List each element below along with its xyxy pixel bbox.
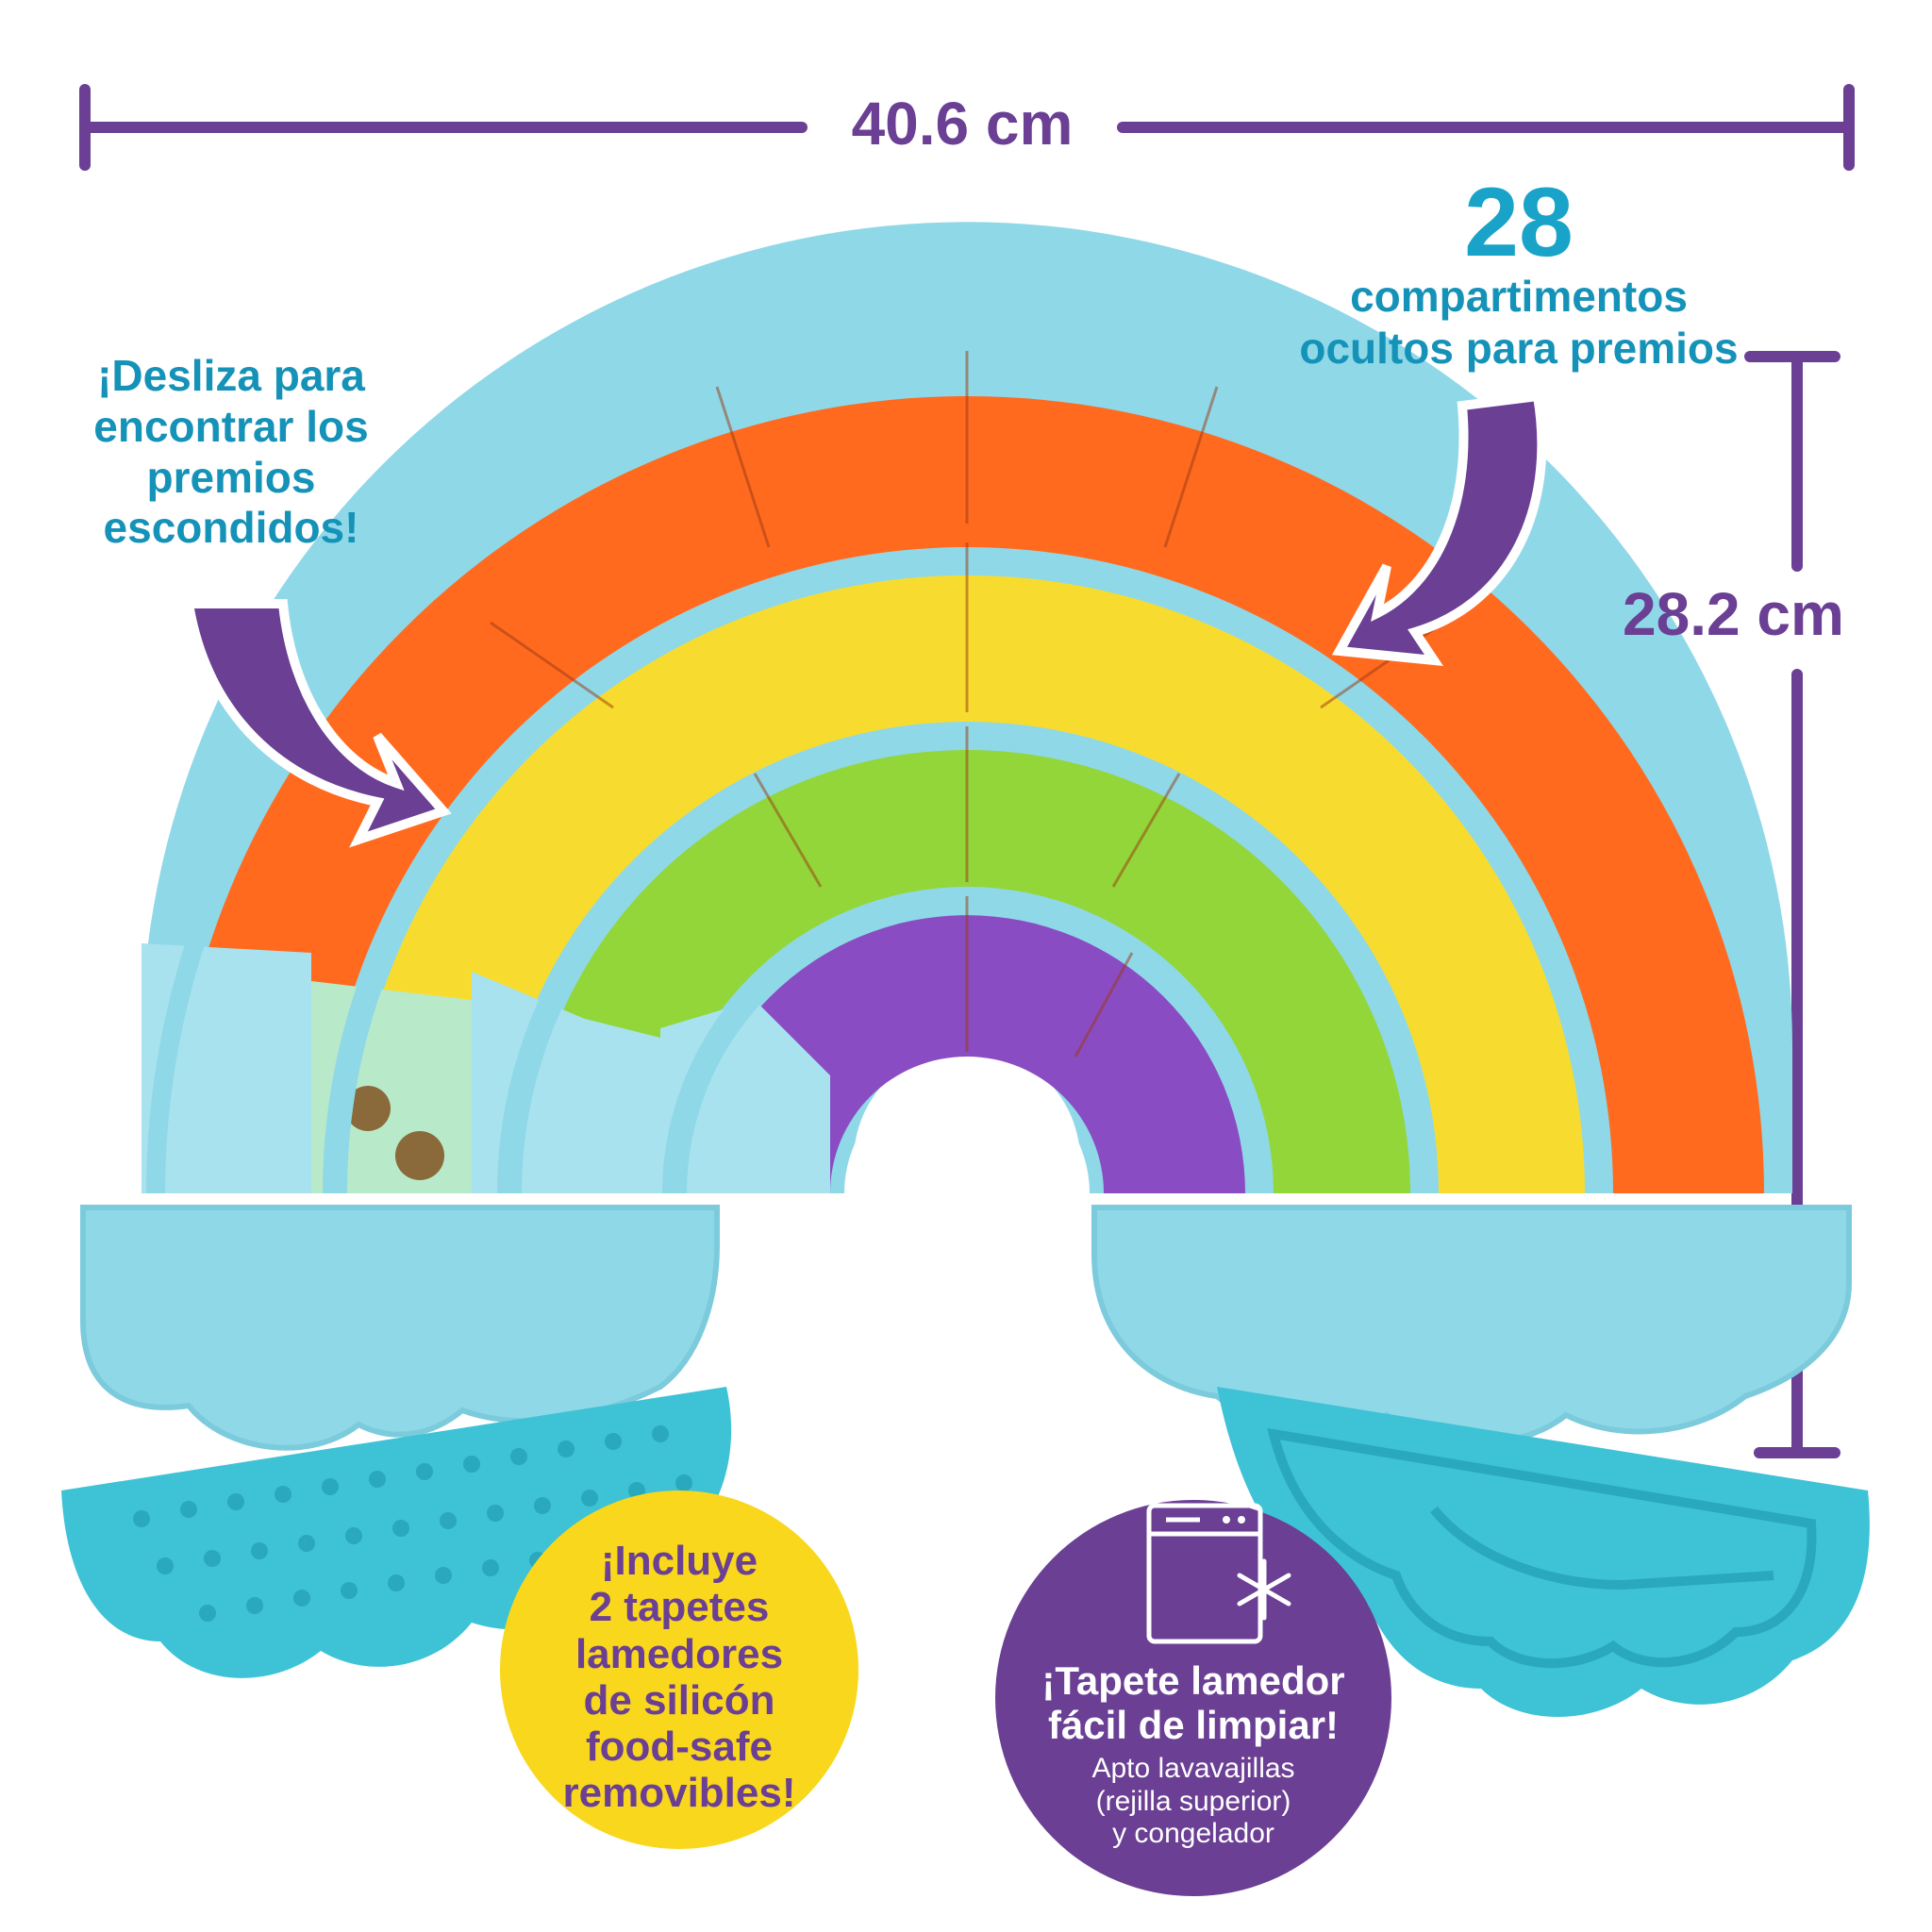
slide-callout: ¡Desliza para encontrar los premios esco… (57, 351, 406, 554)
dishwasher-icon (1146, 1503, 1263, 1644)
slide-callout-line: encontrar los (93, 401, 369, 451)
included-badge (500, 1491, 858, 1849)
lick-mat-maze (1217, 1387, 1870, 1717)
green-band (524, 750, 1410, 1193)
slide-callout-line: premios (146, 452, 316, 502)
width-dimension-label: 40.6 cm (851, 90, 1074, 158)
height-dimension-label: 28.2 cm (1623, 580, 1844, 648)
width-dimension-bar (79, 84, 1855, 171)
clean-badge-title-line: ¡Tapete lamedor (1041, 1658, 1345, 1703)
slide-callout-line: escondidos! (103, 503, 359, 553)
clean-badge-sub-line: Apto lavavajillas (1091, 1753, 1295, 1785)
compartment-caption-line-2: ocultos para premios (1299, 324, 1739, 373)
included-badge-text: ¡Incluye 2 tapetes lamedores de silicón … (528, 1538, 830, 1817)
slide-callout-line: ¡Desliza para (97, 351, 365, 400)
compartment-caption-line-1: compartimentos (1350, 272, 1688, 321)
clean-badge-text: ¡Tapete lamedor fácil de limpiar! Apto l… (1019, 1658, 1368, 1851)
right-arrow (1331, 391, 1547, 667)
included-badge-line: removibles! (562, 1770, 796, 1817)
included-badge-line: lamedores (575, 1630, 784, 1677)
left-arrow (183, 599, 452, 848)
included-badge-line: food-safe (586, 1724, 773, 1771)
clean-badge (995, 1500, 1391, 1896)
treat-2 (395, 1131, 444, 1180)
snowflake-icon (1237, 1558, 1291, 1621)
right-cloud-base (1091, 1205, 1852, 1446)
yellow-band (349, 575, 1585, 1193)
clean-badge-title-line: fácil de limpiar! (1047, 1703, 1340, 1748)
treat-1 (345, 1086, 391, 1131)
compartment-count: 28 (1464, 168, 1574, 277)
clean-badge-sub-line: (rejilla superior) (1095, 1785, 1291, 1817)
included-badge-line: 2 tapetes (589, 1584, 770, 1631)
included-badge-line: ¡Incluye (600, 1538, 758, 1584)
included-badge-line: de silicón (583, 1676, 775, 1724)
left-cloud-base (80, 1205, 720, 1451)
segment-lines (490, 351, 1444, 1058)
clean-badge-sub-line: y congelador (1112, 1818, 1274, 1850)
